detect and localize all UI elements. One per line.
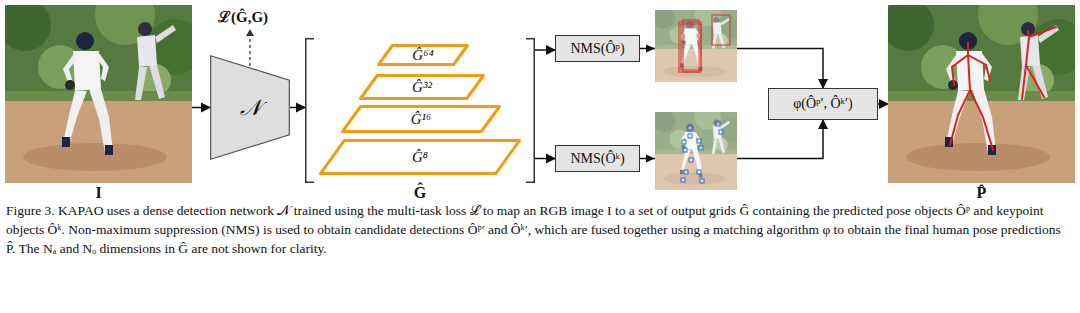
figure-caption: Figure 3. KAPAO uses a dense detection n… xyxy=(6,201,1072,258)
output-grids-group: ĜĜ⁶⁴Ĝ³²Ĝ¹⁶Ĝ⁸ xyxy=(305,38,535,183)
node-label: NMS(Ôᵖ) xyxy=(570,41,624,57)
node-label: Ĝ⁸ xyxy=(412,149,428,166)
keypoint-detections-thumbnail xyxy=(652,103,741,190)
flow-arrow xyxy=(290,107,305,109)
input-photo xyxy=(0,0,203,183)
flow-arrow xyxy=(878,103,888,105)
node-label: Ĝ³² xyxy=(412,79,432,96)
node-label: NMS(Ôᵏ) xyxy=(570,151,624,167)
nms-box: NMS(Ôᵖ) xyxy=(555,35,640,62)
node-label: 𝒩 xyxy=(240,95,261,121)
nms-box: NMS(Ôᵏ) xyxy=(555,145,640,172)
flow-arrow xyxy=(192,107,210,109)
node-label: Ĝ¹⁶ xyxy=(411,111,432,128)
flow-arrow xyxy=(535,49,555,51)
grid-parallelogram: Ĝ⁸ xyxy=(319,139,521,175)
flow-arrow xyxy=(535,158,555,160)
network-trapezoid: 𝒩 xyxy=(210,55,290,160)
node-label: φ(Ôᵖ′, Ôᵏ′) xyxy=(793,96,853,112)
node-label: Ĝ⁶⁴ xyxy=(412,47,433,64)
matching-box: φ(Ôᵖ′, Ôᵏ′) xyxy=(768,88,878,120)
figure-label: P̂ xyxy=(888,184,1075,202)
thumbnail-arrowheads xyxy=(646,45,655,163)
figure-label: I xyxy=(5,184,192,202)
figure-label: Ĝ xyxy=(305,184,535,202)
loss-dashed-arrow xyxy=(246,29,254,66)
output-photo xyxy=(882,0,1080,183)
pose-detections-thumbnail xyxy=(652,2,741,82)
loss-label: ℒ(Ĝ,G) xyxy=(218,6,268,26)
grid-parallelogram: Ĝ⁶⁴ xyxy=(377,44,469,66)
grid-parallelogram: Ĝ¹⁶ xyxy=(341,105,501,133)
grid-parallelogram: Ĝ³² xyxy=(359,74,485,100)
output-pose-image: P̂ xyxy=(888,5,1075,183)
input-image: I xyxy=(5,5,192,183)
